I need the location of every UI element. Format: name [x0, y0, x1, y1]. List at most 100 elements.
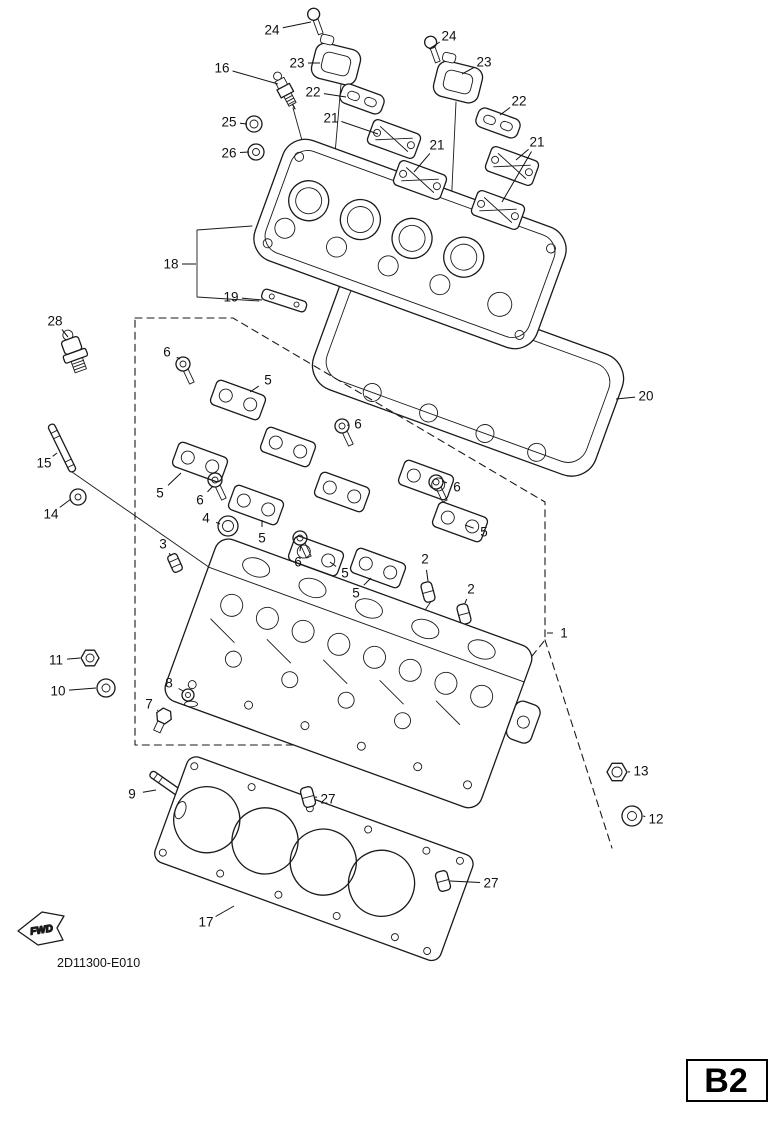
head-plug-art: [167, 553, 183, 573]
leader-line: [428, 41, 441, 50]
leader-line: [615, 396, 636, 400]
head-nut-art: [80, 649, 100, 667]
head-cap-art: [217, 515, 239, 537]
callout-5: 5: [156, 486, 164, 501]
leader-line: [168, 552, 172, 557]
callout-23: 23: [289, 56, 304, 71]
callout-5: 5: [480, 525, 488, 540]
leader-line: [239, 122, 248, 125]
callout-6: 6: [163, 345, 171, 360]
callout-21: 21: [323, 111, 338, 126]
callout-11: 11: [49, 653, 63, 668]
page-label-box: B2: [686, 1059, 768, 1102]
leader-line: [61, 329, 69, 338]
callout-15: 15: [36, 456, 51, 471]
callout-12: 12: [648, 812, 663, 827]
leader-line: [239, 151, 250, 153]
callout-14: 14: [43, 507, 59, 522]
callout-25: 25: [221, 115, 236, 130]
ignition-coil-art: [310, 33, 484, 104]
coil-bracket-art: [339, 83, 521, 139]
coil-mount-plate-art: [366, 118, 540, 231]
leader-line: [341, 121, 379, 135]
callout-22: 22: [511, 94, 526, 109]
leader-line: [413, 153, 431, 173]
leader-line: [178, 688, 184, 692]
callout-21: 21: [529, 135, 544, 150]
callout-16: 16: [214, 61, 229, 76]
callout-17: 17: [198, 915, 213, 930]
callout-21: 21: [429, 138, 444, 153]
head-gasket-art: [154, 756, 474, 962]
leader-line: [449, 880, 481, 883]
stud-bolt-art: [47, 423, 77, 473]
callout-13: 13: [633, 764, 648, 779]
leader-line: [501, 151, 532, 203]
leader-line: [176, 356, 181, 360]
callout-27: 27: [320, 792, 335, 807]
leader-line: [426, 569, 429, 582]
sensor-art: [60, 329, 89, 374]
leader-line: [142, 789, 157, 793]
hex-bolt-art: [153, 707, 172, 734]
leader-line: [464, 598, 468, 604]
leader-line: [642, 815, 646, 817]
cover-plate-art: [260, 288, 308, 313]
cover-bolt-art: [245, 115, 263, 133]
callout-19: 19: [223, 290, 238, 305]
coil-bolt-art: [306, 7, 441, 64]
leader-line: [68, 687, 97, 691]
leader-line: [215, 905, 235, 917]
leader-line: [441, 480, 447, 484]
assembly-group-outline: [134, 317, 613, 849]
leader-line: [499, 107, 511, 116]
fwd-label: FWD: [29, 923, 53, 937]
callout-20: 20: [638, 389, 653, 404]
right-washer-art: [621, 805, 643, 827]
leader-line: [156, 709, 159, 711]
leader-line: [329, 561, 337, 567]
callout-2: 2: [421, 552, 429, 567]
callout-24: 24: [441, 29, 457, 44]
fwd-marker: FWD: [17, 911, 65, 946]
callout-10: 10: [50, 684, 65, 699]
callout-8: 8: [165, 676, 173, 691]
leader-line: [249, 385, 260, 393]
leader-line: [241, 297, 263, 301]
diagram-code: 2D11300-E010: [57, 956, 140, 970]
callout-27: 27: [483, 876, 498, 891]
cover-bracket-lines: [196, 225, 260, 302]
leader-line: [207, 485, 214, 493]
callout-5: 5: [352, 586, 360, 601]
leader-line: [167, 472, 182, 486]
callout-5: 5: [341, 566, 349, 581]
head-washer-art: [96, 678, 116, 698]
callout-22: 22: [305, 85, 320, 100]
callout-7: 7: [145, 697, 153, 712]
page-label: B2: [704, 1062, 747, 1100]
leader-line: [299, 544, 302, 552]
stud-washer-art: [69, 488, 87, 506]
cylinder-head-art: [164, 538, 541, 809]
callout-4: 4: [202, 511, 210, 526]
cover-washer-art: [247, 143, 265, 161]
leader-line: [323, 93, 347, 98]
callout-26: 26: [221, 146, 236, 161]
callout-23: 23: [476, 55, 491, 70]
gasket-dowel-pin-art: [299, 786, 452, 892]
leader-line: [215, 521, 221, 525]
dowel-pin-art: [420, 581, 472, 625]
callout-5: 5: [258, 531, 266, 546]
leader-line: [59, 498, 72, 508]
callout-9: 9: [128, 787, 136, 802]
leader-line: [66, 657, 81, 660]
leader-line: [461, 66, 475, 75]
callout-2: 2: [467, 582, 475, 597]
callout-18: 18: [163, 257, 178, 272]
leader-line: [515, 148, 529, 161]
leader-line: [232, 70, 279, 85]
leader-line: [282, 21, 312, 29]
